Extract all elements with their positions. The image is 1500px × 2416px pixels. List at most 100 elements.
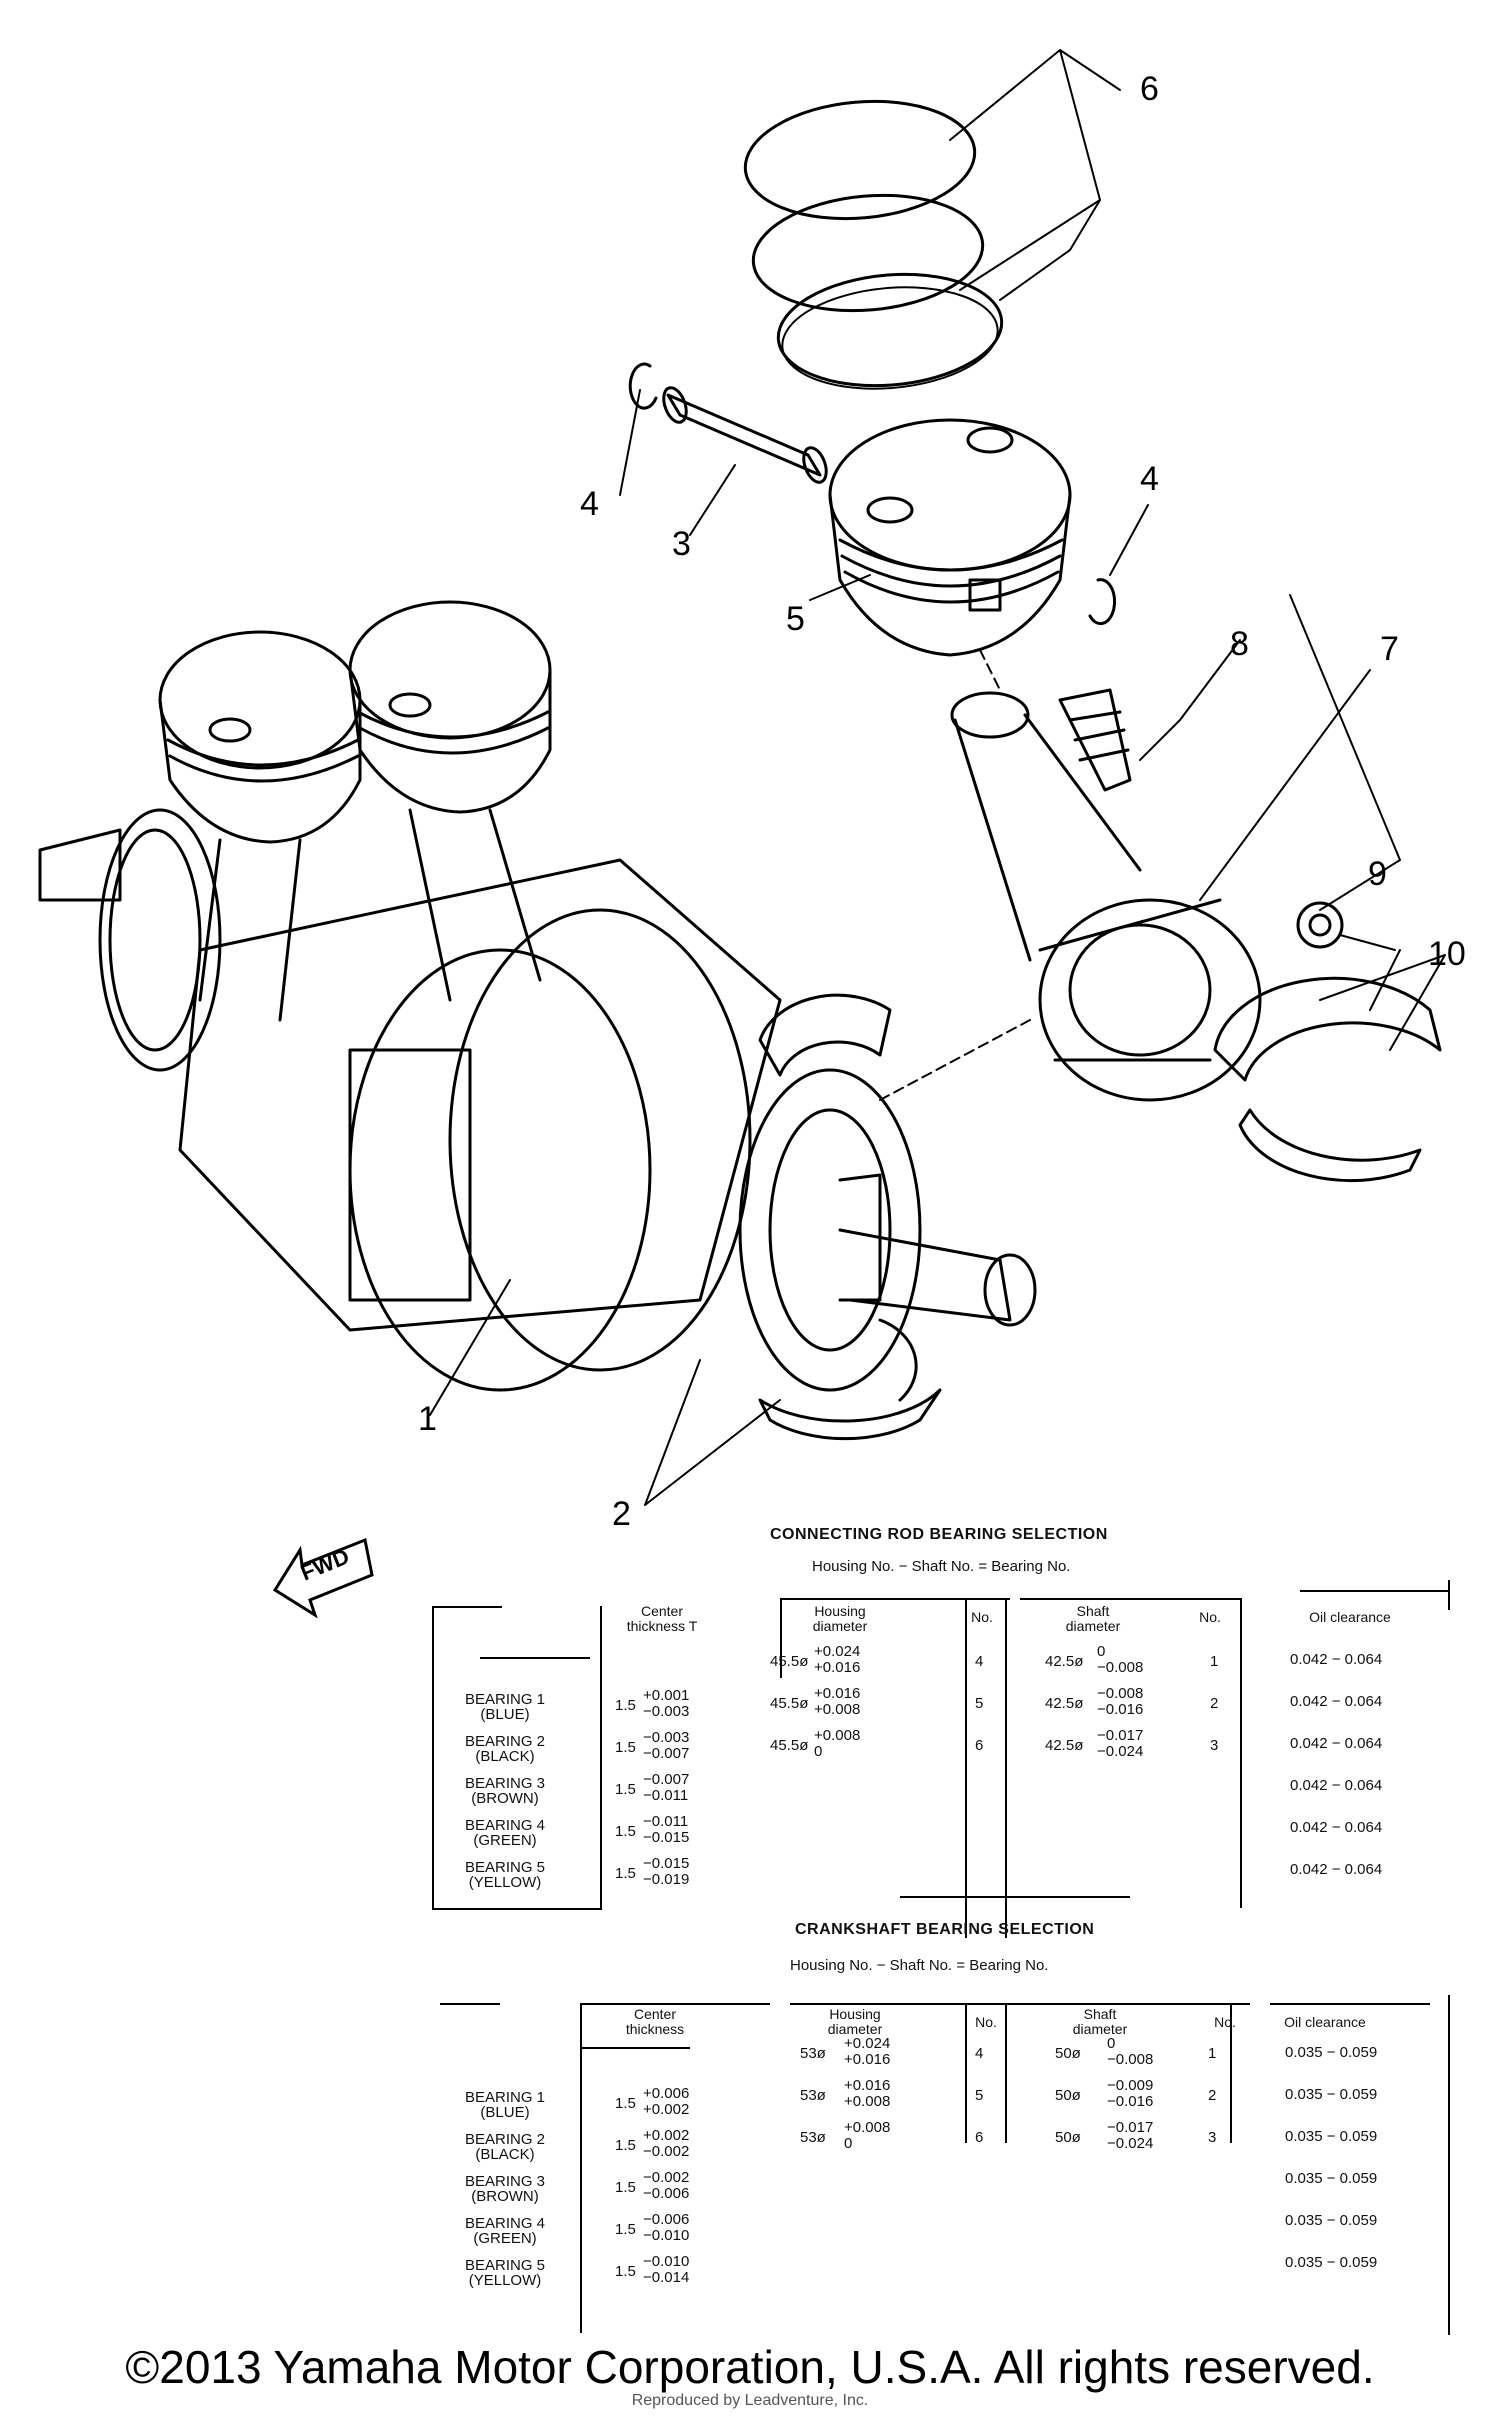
crank-housing-tol-upper-2: +0.016 (844, 2077, 891, 2094)
rod-bearing-tol-upper-4: −0.011 (643, 1813, 689, 1830)
crank-header-no-1: No. (975, 2014, 997, 2030)
rod-bearing-thickness-5: 1.5 (615, 1865, 636, 1882)
rod-bearing-thickness-3: 1.5 (615, 1781, 636, 1798)
crank-housing-no-2: 5 (975, 2087, 984, 2104)
rod-shaft-tol-lower-1: −0.008 (1097, 1659, 1144, 1676)
rod-housing-tol-lower-3: 0 (814, 1743, 823, 1760)
rod-housing-diameter-3: 45.5ø (770, 1737, 809, 1754)
crank-bearing-thickness-1: 1.5 (615, 2095, 636, 2112)
crank-bearing-thickness-5: 1.5 (615, 2263, 636, 2280)
rod-table-subtitle: Housing No. − Shaft No. = Bearing No. (812, 1558, 1071, 1575)
rod-bearing-table: CONNECTING ROD BEARING SELECTION Housing… (0, 1520, 1500, 1938)
crank-housing-tol-upper-3: +0.008 (844, 2119, 891, 2136)
rod-housing-tol-upper-2: +0.016 (814, 1685, 861, 1702)
fwd-arrow: FWD (270, 1530, 380, 1624)
crank-header-shaft: Shaft diameter (1072, 2006, 1128, 2037)
rod-bearing-tol-lower-4: −0.015 (643, 1829, 690, 1846)
rod-header-no-1: No. (971, 1609, 993, 1625)
rod-bearing-thickness-4: 1.5 (615, 1823, 636, 1840)
rod-bearing-name-4: BEARING 4 (GREEN) (464, 1817, 546, 1849)
piston-pin-drawing (662, 386, 828, 484)
rod-header-thickness: Center thickness T (626, 1603, 698, 1634)
callout-4-left: 4 (580, 485, 599, 523)
rod-clearance-4: 0.042 − 0.064 (1290, 1777, 1383, 1794)
crank-shaft-tol-lower-1: −0.008 (1107, 2051, 1154, 2068)
rod-shaft-tol-upper-3: −0.017 (1097, 1727, 1144, 1744)
rod-shaft-tol-lower-3: −0.024 (1097, 1743, 1144, 1760)
copyright-notice: ©2013 Yamaha Motor Corporation, U.S.A. A… (125, 2341, 1375, 2393)
rod-housing-no-1: 4 (975, 1653, 984, 1670)
crank-bearing-tol-lower-1: +0.002 (643, 2101, 690, 2118)
fwd-arrow-icon (272, 1537, 374, 1619)
leader-lines (429, 49, 1446, 1506)
rod-bearing-name-5: BEARING 5 (YELLOW) (464, 1859, 546, 1891)
crank-header-clearance: Oil clearance (1284, 2014, 1366, 2030)
crank-clearance-1: 0.035 − 0.059 (1285, 2044, 1378, 2061)
crank-shaft-no-1: 1 (1208, 2045, 1217, 2062)
rod-bearing-drawing (1213, 976, 1442, 1183)
crank-bearing-tol-lower-5: −0.014 (643, 2269, 690, 2286)
crank-shaft-tol-lower-2: −0.016 (1107, 2093, 1154, 2110)
rod-header-shaft: Shaft diameter (1065, 1603, 1121, 1634)
callout-9: 9 (1368, 855, 1387, 893)
crank-housing-tol-lower-3: 0 (844, 2135, 853, 2152)
connecting-rod-drawing (950, 688, 1344, 1102)
rod-header-clearance: Oil clearance (1309, 1609, 1391, 1625)
crank-bearing-thickness-3: 1.5 (615, 2179, 636, 2196)
crank-header-thickness: Center thickness (625, 2006, 685, 2037)
crank-bearing-name-2: BEARING 2 (BLACK) (464, 2131, 546, 2163)
crank-bearing-name-4: BEARING 4 (GREEN) (464, 2215, 546, 2247)
rod-shaft-no-1: 1 (1210, 1653, 1219, 1670)
callout-3: 3 (672, 525, 691, 563)
rod-bearing-thickness-2: 1.5 (615, 1739, 636, 1756)
crank-housing-diameter-2: 53ø (800, 2087, 826, 2104)
callout-1: 1 (418, 1400, 437, 1438)
crank-shaft-diameter-2: 50ø (1055, 2087, 1081, 2104)
crank-bearing-name-1: BEARING 1 (BLUE) (464, 2089, 546, 2121)
crank-bearing-thickness-2: 1.5 (615, 2137, 636, 2154)
rod-bearing-thickness-1: 1.5 (615, 1697, 636, 1714)
rod-shaft-diameter-3: 42.5ø (1045, 1737, 1084, 1754)
rod-shaft-tol-upper-1: 0 (1097, 1643, 1106, 1660)
circlip-left-drawing (628, 362, 658, 410)
rod-table-title: CONNECTING ROD BEARING SELECTION (770, 1526, 1108, 1543)
rod-housing-diameter-1: 45.5ø (770, 1653, 809, 1670)
rod-housing-no-2: 5 (975, 1695, 984, 1712)
callout-8: 8 (1230, 625, 1249, 663)
rod-bearing-tol-upper-2: −0.003 (643, 1729, 690, 1746)
rod-housing-tol-upper-1: +0.024 (814, 1643, 861, 1660)
crank-bearing-tol-upper-4: −0.006 (643, 2211, 690, 2228)
rod-bearing-tol-lower-3: −0.011 (643, 1787, 689, 1804)
crank-bearing-tol-lower-4: −0.010 (643, 2227, 690, 2244)
crank-table-subtitle: Housing No. − Shaft No. = Bearing No. (790, 1957, 1049, 1974)
crank-clearance-3: 0.035 − 0.059 (1285, 2128, 1378, 2145)
crank-housing-tol-lower-2: +0.008 (844, 2093, 891, 2110)
rod-header-no-2: No. (1199, 1609, 1221, 1625)
rod-housing-tol-lower-2: +0.008 (814, 1701, 861, 1718)
crank-bearing-name-3: BEARING 3 (BROWN) (464, 2173, 546, 2205)
crank-header-housing: Housing diameter (827, 2006, 883, 2037)
crank-bearing-tol-lower-2: −0.002 (643, 2143, 690, 2160)
callout-7: 7 (1380, 630, 1399, 668)
crank-shaft-no-2: 2 (1208, 2087, 1217, 2104)
rod-clearance-5: 0.042 − 0.064 (1290, 1819, 1383, 1836)
crank-clearance-6: 0.035 − 0.059 (1285, 2254, 1378, 2271)
crank-bearing-thickness-4: 1.5 (615, 2221, 636, 2238)
rod-clearance-3: 0.042 − 0.064 (1290, 1735, 1383, 1752)
crank-shaft-tol-upper-3: −0.017 (1107, 2119, 1154, 2136)
crank-housing-tol-lower-1: +0.016 (844, 2051, 891, 2068)
crank-bearing-tol-upper-1: +0.006 (643, 2085, 690, 2102)
crank-shaft-tol-upper-2: −0.009 (1107, 2077, 1154, 2094)
crank-bearing-tol-upper-3: −0.002 (643, 2169, 690, 2186)
crank-shaft-tol-lower-3: −0.024 (1107, 2135, 1154, 2152)
rod-housing-tol-lower-1: +0.016 (814, 1659, 861, 1676)
callout-6: 6 (1140, 70, 1159, 108)
rod-bearing-name-1: BEARING 1 (BLUE) (464, 1691, 546, 1723)
crankshaft-drawing (38, 600, 1037, 1441)
crank-clearance-4: 0.035 − 0.059 (1285, 2170, 1378, 2187)
crank-housing-tol-upper-1: +0.024 (844, 2035, 891, 2052)
rod-bearing-tol-lower-1: −0.003 (643, 1703, 690, 1720)
callout-10: 10 (1428, 935, 1466, 973)
crank-housing-no-3: 6 (975, 2129, 984, 2146)
crankshaft-exploded-diagram (38, 49, 1446, 1506)
